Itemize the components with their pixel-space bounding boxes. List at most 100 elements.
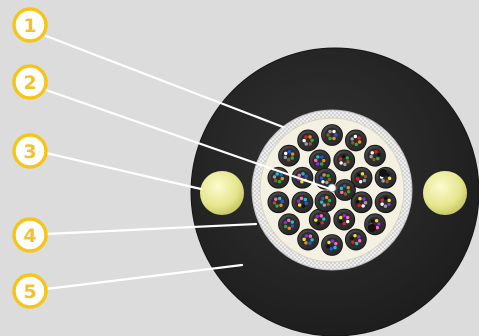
optical-fiber — [384, 205, 387, 208]
optical-fiber — [327, 245, 330, 248]
optical-fiber — [350, 237, 353, 240]
leader-line-3 — [46, 153, 201, 189]
optical-fiber — [333, 246, 336, 249]
optical-fiber — [287, 219, 290, 222]
loose-tube — [278, 214, 299, 235]
optical-fiber — [362, 197, 365, 200]
callout-3: 3 — [14, 135, 46, 167]
optical-fiber — [284, 225, 287, 228]
optical-fiber — [343, 222, 346, 225]
optical-fiber — [358, 140, 361, 143]
loose-tube — [298, 130, 319, 151]
optical-fiber — [334, 242, 337, 245]
optical-fiber — [316, 155, 319, 158]
optical-fiber — [334, 133, 337, 136]
optical-fiber — [359, 180, 362, 183]
optical-fiber — [330, 247, 333, 250]
optical-fiber — [346, 156, 349, 159]
optical-fiber — [301, 172, 304, 175]
loose-tube — [322, 235, 343, 256]
callout-5: 5 — [14, 275, 46, 307]
optical-fiber — [328, 178, 331, 181]
optical-fiber — [356, 177, 359, 180]
optical-fiber — [346, 160, 349, 163]
loose-tube — [268, 192, 289, 213]
optical-fiber — [304, 198, 307, 201]
optical-fiber — [314, 159, 317, 162]
callout-2: 2 — [14, 66, 46, 98]
optical-fiber — [322, 173, 325, 176]
filler-rod — [368, 224, 376, 232]
optical-fiber — [361, 172, 364, 175]
optical-fiber — [339, 157, 342, 160]
optical-fiber — [304, 135, 307, 138]
optical-fiber — [372, 158, 375, 161]
loose-tube — [322, 125, 343, 146]
optical-fiber — [297, 199, 300, 202]
optical-fiber — [343, 184, 346, 187]
filler-rod — [379, 169, 387, 177]
optical-fiber — [328, 137, 331, 140]
loose-tube — [345, 130, 366, 151]
loose-tube — [309, 150, 330, 171]
callout-4: 4 — [14, 219, 46, 251]
optical-fiber — [309, 235, 312, 238]
optical-fiber — [376, 157, 379, 160]
optical-fiber — [275, 172, 278, 175]
optical-fiber — [377, 222, 380, 225]
optical-fiber — [339, 216, 342, 219]
optical-fiber — [325, 181, 328, 184]
optical-fiber — [281, 200, 284, 203]
optical-fiber — [291, 156, 294, 159]
optical-fiber — [353, 234, 356, 237]
optical-fiber — [328, 199, 331, 202]
optical-fiber — [321, 197, 324, 200]
loose-tube — [278, 145, 299, 166]
optical-fiber — [302, 204, 305, 207]
optical-fiber — [347, 190, 350, 193]
optical-fiber — [355, 143, 358, 146]
optical-fiber — [278, 180, 281, 183]
optical-fiber — [339, 220, 342, 223]
optical-fiber — [288, 227, 291, 230]
optical-fiber — [364, 201, 367, 204]
optical-fiber — [302, 139, 305, 142]
loose-tube — [345, 229, 366, 250]
optical-fiber — [381, 198, 384, 201]
optical-fiber — [284, 152, 287, 155]
optical-fiber — [357, 136, 360, 139]
optical-fiber — [273, 201, 276, 204]
callout-label-4: 4 — [23, 225, 36, 247]
optical-fiber — [384, 197, 387, 200]
loose-tube — [334, 150, 355, 171]
optical-fiber — [316, 215, 319, 218]
optical-fiber — [316, 162, 319, 165]
optical-fiber — [369, 155, 372, 158]
optical-fiber — [355, 242, 358, 245]
optical-fiber — [380, 202, 383, 205]
optical-fiber — [331, 239, 334, 242]
strength-rod-right — [423, 171, 467, 215]
optical-fiber — [274, 179, 277, 182]
optical-fiber — [273, 175, 276, 178]
optical-fiber — [320, 214, 323, 217]
optical-fiber — [364, 175, 367, 178]
optical-fiber — [356, 200, 359, 203]
optical-fiber — [325, 196, 328, 199]
optical-fiber — [274, 198, 277, 201]
optical-fiber — [287, 158, 290, 161]
optical-fiber — [305, 234, 308, 237]
callout-label-2: 2 — [23, 72, 36, 94]
optical-fiber — [332, 130, 335, 133]
optical-fiber — [332, 137, 335, 140]
optical-fiber — [300, 197, 303, 200]
optical-fiber — [291, 220, 294, 223]
loose-tube — [365, 214, 386, 235]
optical-fiber — [308, 241, 311, 244]
optical-fiber — [342, 155, 345, 158]
optical-fiber — [327, 202, 330, 205]
optical-fiber — [357, 235, 360, 238]
optical-fiber — [284, 221, 287, 224]
optical-fiber — [358, 197, 361, 200]
